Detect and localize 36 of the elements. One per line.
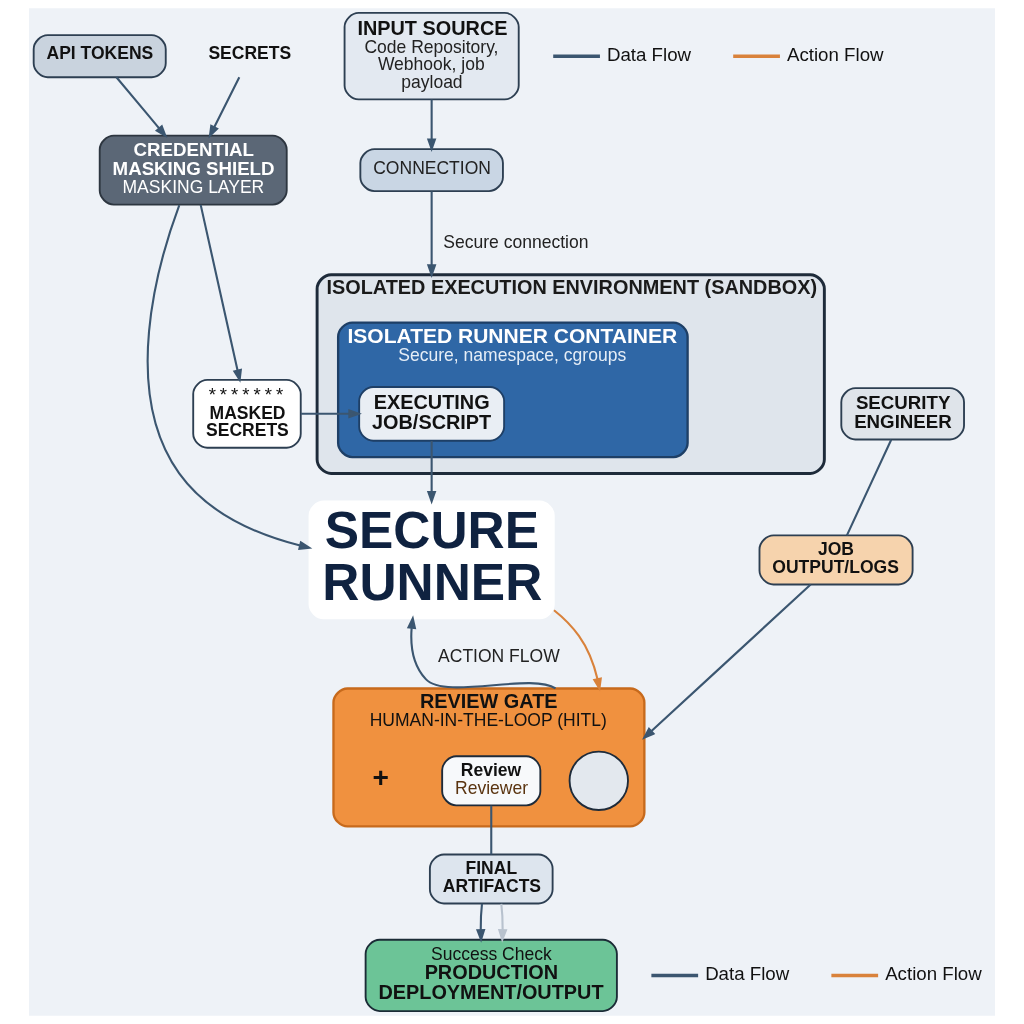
node-box: API TOKENS (32, 34, 167, 79)
arrow (426, 441, 437, 505)
arrow (115, 76, 168, 139)
edge-label: ACTION FLOW (438, 646, 560, 667)
arrow (497, 903, 508, 943)
arrow (146, 204, 313, 550)
arrow (475, 903, 486, 943)
edge-label: Secure connection (443, 232, 589, 253)
arrow (406, 615, 556, 690)
arrow (199, 204, 243, 383)
legend-label: Action Flow (885, 962, 982, 984)
node-box: Review Reviewer (441, 755, 542, 807)
node-box: SECURE RUNNER (308, 500, 555, 620)
node-box: ******* MASKED SECRETS (192, 379, 302, 449)
arrow (426, 191, 437, 278)
node-box: CONNECTION (359, 148, 504, 193)
legend-label: Data Flow (705, 962, 790, 984)
node-text: SECRETS (208, 43, 292, 64)
node-box: JOB OUTPUT/LOGS (758, 534, 914, 586)
node-person (568, 750, 629, 811)
legend-label: Action Flow (786, 43, 884, 65)
label: + (372, 761, 390, 793)
arrow (208, 76, 241, 139)
node-box: Success Check PRODUCTION DEPLOYMENT/OUTPUT (364, 938, 618, 1012)
connector (845, 439, 893, 536)
node-box: EXECUTING JOB/SCRIPT (358, 386, 506, 442)
arrow (426, 99, 437, 153)
node-box: INPUT SOURCE Code Repository, Webhook, job payload (343, 12, 520, 101)
arrow (301, 409, 362, 419)
arrow (642, 583, 812, 740)
arrow (553, 609, 602, 692)
connector (490, 805, 493, 855)
node-box: FINAL ARTIFACTS (428, 853, 554, 905)
node-box: CREDENTIAL MASKING SHIELD MASKING LAYER (98, 134, 288, 206)
legend-label: Data Flow (606, 43, 692, 65)
node-box: SECURITY ENGINEER (840, 387, 965, 441)
